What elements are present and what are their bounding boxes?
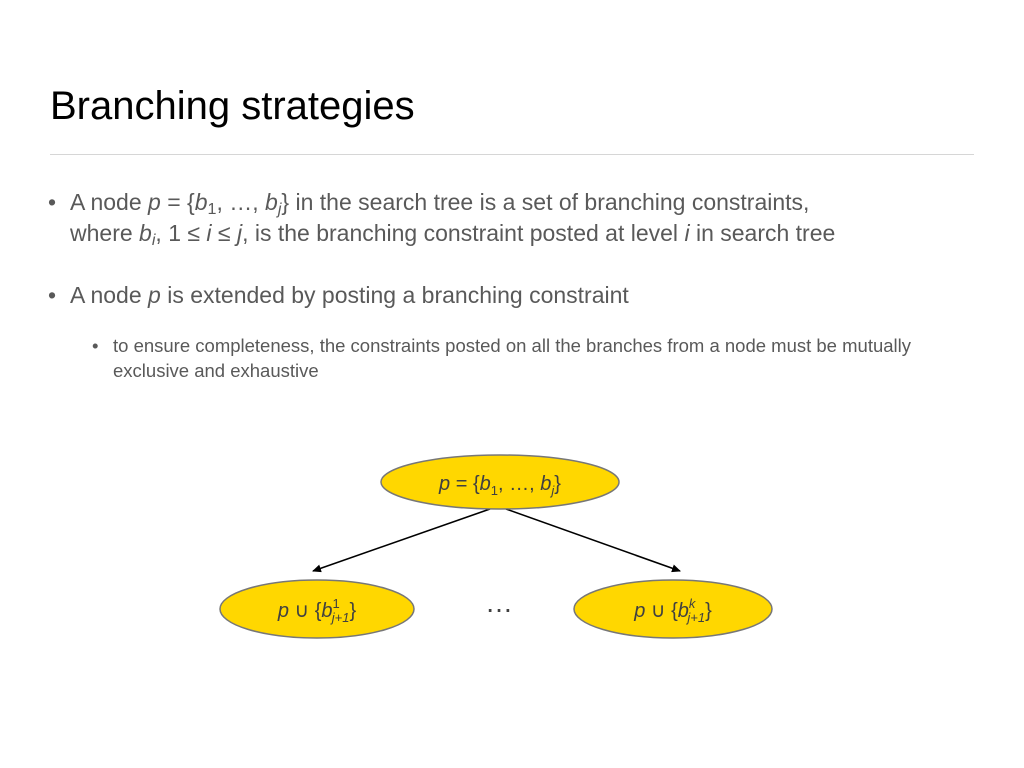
sub-bullet-completeness: • to ensure completeness, the constraint… [92, 333, 982, 383]
slide-title: Branching strategies [50, 84, 415, 128]
title-divider [50, 154, 974, 155]
root-node: p = {b1, …, bj} [380, 454, 620, 510]
ellipsis-more-branches: … [485, 587, 513, 618]
edge-to-right-child [505, 508, 681, 573]
bullet-text: A node p is extended by posting a branch… [70, 282, 629, 308]
root-node-label: p = {b1, …, bj} [438, 473, 561, 498]
bullet-node-extension: • A node p is extended by posting a bran… [48, 280, 978, 311]
sub-bullet-text: to ensure completeness, the constraints … [113, 335, 912, 381]
bullet-text: A node p = {b1, …, bj} in the search tre… [70, 189, 836, 250]
root-node-ellipse [380, 454, 620, 510]
bullet-search-tree-node: • A node p = {b1, …, bj} in the search t… [48, 187, 978, 249]
bullet-marker: • [48, 282, 57, 308]
edge-to-left-child [312, 508, 491, 573]
left-child-ellipse [219, 579, 415, 639]
bullet-marker: • [92, 335, 99, 356]
bullet-marker: • [48, 189, 57, 215]
right-child-ellipse [573, 579, 773, 639]
